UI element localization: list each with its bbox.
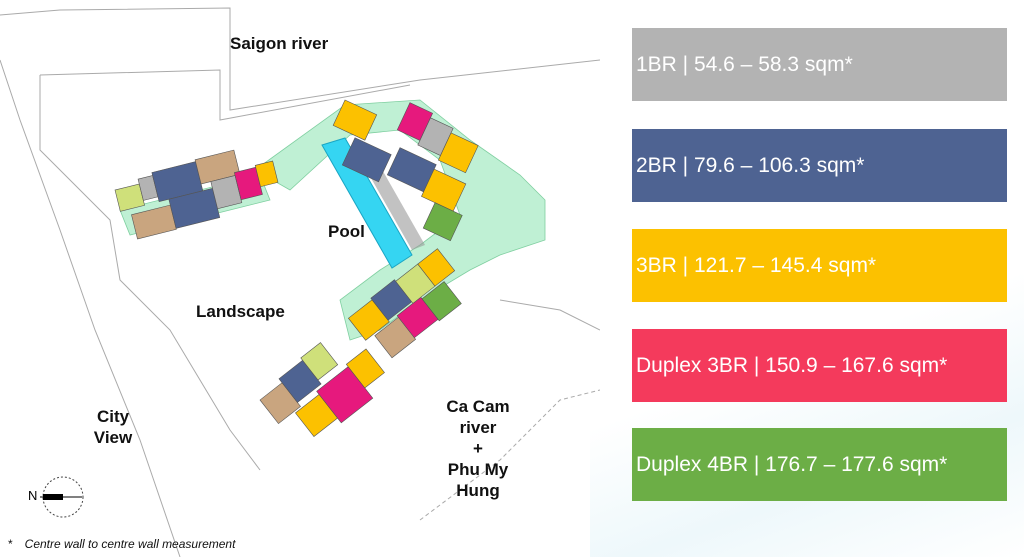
label-saigon-river: Saigon river (230, 34, 329, 53)
ca-cam-line5: Hung (456, 481, 500, 500)
legend-1br: 1BR | 54.6 – 58.3 sqm* (632, 28, 1007, 101)
north-label: N (28, 488, 37, 503)
label-city-view: City View (90, 406, 136, 448)
footnote-star: * (8, 537, 13, 551)
ca-cam-line2: river (459, 418, 497, 437)
label-ca-cam-river: Ca Cam river + Phu My Hung (440, 396, 516, 501)
legend-duplex-3br: Duplex 3BR | 150.9 – 167.6 sqm* (632, 329, 1007, 402)
ca-cam-line1: Ca Cam (446, 397, 510, 416)
north-arrow: N (28, 476, 84, 518)
floor-plan: N (0, 7, 600, 557)
top-right-wing (332, 99, 479, 242)
city-view-line2: View (93, 428, 133, 447)
ca-cam-line3: + (473, 439, 483, 458)
footnote-text: Centre wall to centre wall measurement (24, 537, 236, 551)
legend-duplex-4br: Duplex 4BR | 176.7 – 177.6 sqm* (632, 428, 1007, 501)
ca-cam-line4: Phu My (447, 460, 509, 479)
pool (321, 137, 413, 269)
left-wing (114, 149, 279, 240)
legend-3br: 3BR | 121.7 – 145.4 sqm* (632, 229, 1007, 302)
legend-2br: 2BR | 79.6 – 106.3 sqm* (632, 129, 1007, 202)
label-landscape: Landscape (196, 302, 285, 321)
label-pool: Pool (328, 222, 365, 241)
footnote: * Centre wall to centre wall measurement (8, 537, 235, 551)
bottom-wing (259, 248, 462, 437)
site-boundary (0, 7, 600, 557)
city-view-line1: City (96, 407, 130, 426)
